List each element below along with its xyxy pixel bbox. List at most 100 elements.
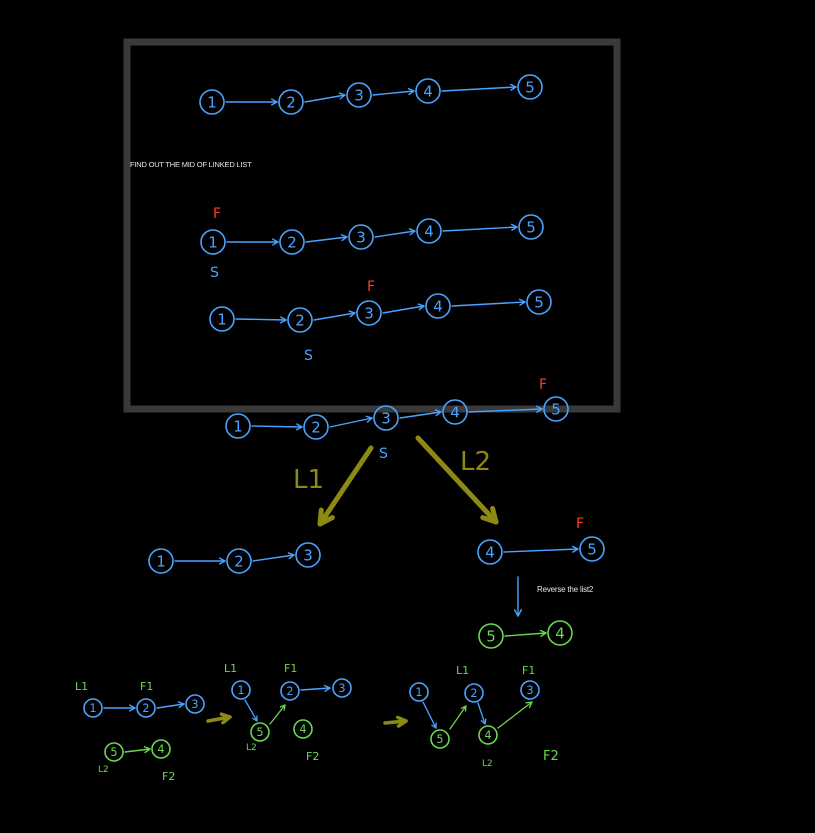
row4-node-5-circle: [543, 396, 569, 422]
row3-node-1-circle: [209, 306, 235, 332]
row2-node-1-value: 1: [208, 233, 218, 251]
merge2-arrow-2-3-head: [323, 684, 331, 692]
row3-arrow-1-shaft: [235, 318, 287, 321]
half1-node-1-circle: [148, 548, 174, 574]
merge2-node-3: 3: [332, 678, 352, 698]
split-arrow-left: [317, 445, 374, 527]
merge2-node-1-value: 1: [237, 684, 244, 697]
row4-node-3-circle: [373, 405, 399, 431]
row1-arrow-1-head: [271, 98, 278, 106]
merge1-l1-arrow-2-shaft: [156, 703, 185, 709]
row4-arrow-2-head: [365, 415, 373, 423]
row2-arrow-2-shaft: [305, 236, 348, 243]
merge1-label-f2: F2: [162, 770, 175, 783]
reversed-node-4-circle: [547, 620, 573, 646]
half2-arrow-1: [503, 545, 579, 553]
row4-node-3: 3: [373, 405, 399, 431]
merge1-l2-arrow-1-shaft: [124, 748, 151, 753]
row1-arrow-1: [225, 98, 278, 106]
row2-node-4-circle: [416, 218, 442, 244]
fast-pointer-label-row2: F: [213, 206, 221, 222]
row4-arrow-2: [329, 415, 373, 428]
merge2-node-4: 4: [293, 719, 313, 739]
row4-node-2: 2: [303, 414, 329, 440]
merge3-label-l1: L1: [456, 664, 469, 677]
merge1-label-f1: F1: [140, 680, 153, 693]
row4-node-4-circle: [442, 399, 468, 425]
merge3-node-5-circle: [430, 729, 450, 749]
row3-node-4: 4: [425, 293, 451, 319]
merge1-l1-node-1-value: 1: [89, 702, 96, 715]
merge3-node-1-value: 1: [415, 686, 422, 699]
merge1-l1-node-2: 2: [136, 698, 156, 718]
row4-arrow-3-head: [434, 409, 442, 417]
merge2-label-f1: F1: [284, 662, 297, 675]
merge1-label-l2: L2: [98, 765, 109, 775]
half1-node-3-circle: [295, 542, 321, 568]
merge3-node-5-value: 5: [436, 733, 443, 746]
reversed-node-5-circle: [478, 623, 504, 649]
row4-node-5-value: 5: [551, 400, 561, 418]
merge2-arrow-2-3-shaft: [300, 687, 331, 691]
merge3-node-3: 3: [520, 680, 540, 700]
row4-arrow-4-head: [535, 405, 543, 413]
merge2-label-l1: L1: [224, 662, 237, 675]
row2-arrow-3-head: [408, 228, 416, 236]
row4-node-3-value: 3: [381, 409, 391, 427]
merge1-l2-node-4-value: 4: [157, 743, 164, 756]
merge2-node-5-value: 5: [256, 726, 263, 739]
row4-node-1-circle: [225, 413, 251, 439]
row3-arrow-4-shaft: [451, 301, 526, 307]
merge2-node-2-circle: [280, 681, 300, 701]
merge3-arrow-4-3: [497, 701, 533, 729]
merge-step-arrow-2: [383, 715, 408, 728]
row2-arrow-2-head: [340, 234, 348, 242]
row2-arrow-2: [305, 234, 348, 243]
row3-node-3: 3: [356, 300, 382, 326]
fast-pointer-label-half2: F: [576, 516, 584, 532]
row1-arrow-2-head: [338, 92, 346, 100]
row4-arrow-2-shaft: [329, 417, 373, 428]
merge2-arrow-1-5-head: [252, 715, 258, 722]
merge2-arrow-1-5: [244, 699, 258, 722]
half2-arrow-1-head: [571, 545, 579, 553]
merge3-label-f1: F1: [522, 664, 535, 677]
half2-arrow-1-shaft: [503, 548, 579, 553]
row3-node-2-circle: [287, 307, 313, 333]
merge3-label-l2: L2: [482, 759, 493, 769]
row3-arrow-4: [451, 298, 526, 307]
row3-node-5: 5: [526, 289, 552, 315]
merge1-l1-node-3-value: 3: [191, 698, 198, 711]
row1-node-5: 5: [517, 74, 543, 100]
half1-arrow-2-shaft: [252, 554, 295, 562]
merge3-arrow-2-4-shaft: [477, 702, 486, 725]
row3-node-2-value: 2: [295, 311, 305, 329]
merge3-node-2-value: 2: [470, 687, 477, 700]
merge3-arrow-5-2-head: [460, 705, 467, 712]
half1-node-2-circle: [226, 548, 252, 574]
row1-node-2-value: 2: [286, 93, 296, 111]
reversed-arrow-1-head: [539, 629, 547, 637]
row1-node-2-circle: [278, 89, 304, 115]
slow-pointer-label-row4: S: [379, 446, 388, 462]
row2-arrow-4-shaft: [442, 226, 518, 232]
row3-arrow-2-shaft: [313, 312, 356, 321]
row2-arrow-1-head: [272, 238, 279, 246]
row4-arrow-4-shaft: [468, 408, 543, 413]
row2-node-1-circle: [200, 229, 226, 255]
merge1-l2-arrow-1-head: [143, 746, 151, 754]
half1-node-2-value: 2: [234, 552, 244, 570]
merge3-node-4-circle: [478, 725, 498, 745]
row3-arrow-2-head: [348, 310, 356, 318]
merge1-l2-node-5: 5: [104, 742, 124, 762]
merge1-l1-arrow-2: [156, 701, 185, 709]
row3-node-2: 2: [287, 307, 313, 333]
merge2-label-l2: L2: [246, 743, 257, 753]
half2-node-4-circle: [477, 539, 503, 565]
half1-node-1-value: 1: [156, 552, 166, 570]
row1-arrow-3-shaft: [372, 90, 415, 96]
row1-node-5-value: 5: [525, 78, 535, 96]
slow-pointer-label-row2: S: [210, 265, 219, 281]
row4-node-5: 5: [543, 396, 569, 422]
